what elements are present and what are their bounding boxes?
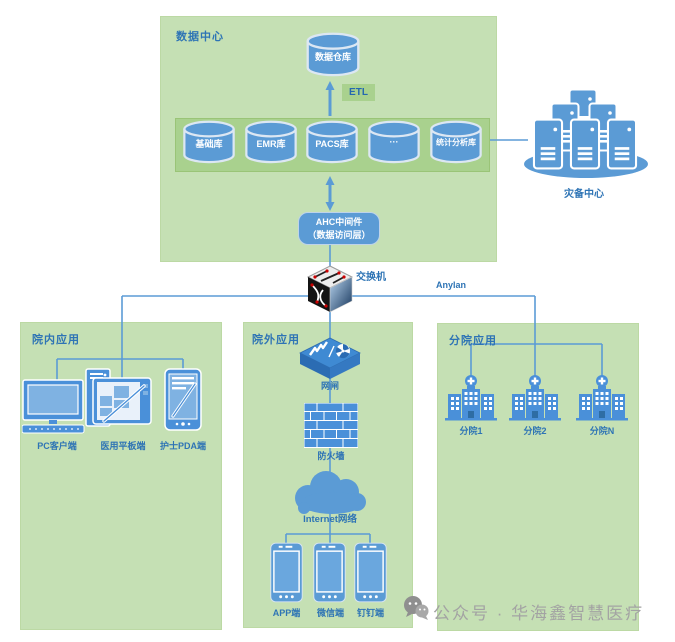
switch-icon <box>306 265 354 313</box>
branch-apps-title: 分院应用 <box>449 335 497 347</box>
nurse-pda-icon <box>164 368 202 431</box>
wechat-logo-icon <box>404 596 429 620</box>
internet-cloud-icon <box>295 471 366 514</box>
switch-label: 交换机 <box>356 272 386 283</box>
branch-hospital-icon <box>509 374 561 422</box>
nurse-pda-label: 护士PDA端 <box>159 441 206 451</box>
etl-tag: ETL <box>342 84 375 101</box>
network-gatekeeper-icon <box>299 337 361 379</box>
data-warehouse-label: 数据仓库 <box>314 52 351 62</box>
ahc-middleware-line1: AHC中间件 <box>315 217 363 227</box>
dingtalk-phone-icon <box>354 542 387 603</box>
external-apps-title: 院外应用 <box>252 334 300 346</box>
app-phone-icon <box>270 542 303 603</box>
medical-tablet-label: 医用平板端 <box>100 441 146 451</box>
database-label: ··· <box>389 137 399 147</box>
medical-tablet-icon <box>92 377 152 425</box>
database-label: PACS库 <box>315 139 349 149</box>
branch-hospital-label: 分院1 <box>459 426 483 436</box>
pc-client-label: PC客户端 <box>37 441 77 451</box>
database-label: 统计分析库 <box>436 138 476 147</box>
dingtalk-phone-label: 钉钉端 <box>356 608 384 618</box>
branch-hospital-label: 分院2 <box>523 426 547 436</box>
app-phone-label: APP端 <box>272 608 301 618</box>
internet-label: Internet网络 <box>303 514 357 525</box>
firewall-label: 防火墙 <box>317 451 345 461</box>
internal-apps-title: 院内应用 <box>32 334 80 346</box>
ahc-middleware-line2: （数据访问层） <box>307 230 371 241</box>
disaster-recovery-label: 灾备中心 <box>564 189 604 200</box>
wechat-phone-icon <box>313 542 346 603</box>
datacenter-title: 数据中心 <box>176 31 224 43</box>
wechat-phone-label: 微信端 <box>316 608 344 618</box>
gatekeeper-label: 网闸 <box>320 381 339 391</box>
firewall-icon <box>304 403 358 448</box>
ahc-middleware-node: AHC中间件 （数据访问层） <box>298 212 380 245</box>
disaster-recovery-servers-icon <box>524 88 648 178</box>
branch-hospital-label: 分院N <box>589 426 615 436</box>
branch-hospital-icon <box>576 374 628 422</box>
branch-hospital-icon <box>445 374 497 422</box>
anylan-label: Anylan <box>435 280 466 290</box>
database-label: EMR库 <box>256 139 286 149</box>
watermark-text: 公众号 · 华海鑫智慧医疗 <box>433 604 645 623</box>
database-label: 基础库 <box>195 139 223 149</box>
